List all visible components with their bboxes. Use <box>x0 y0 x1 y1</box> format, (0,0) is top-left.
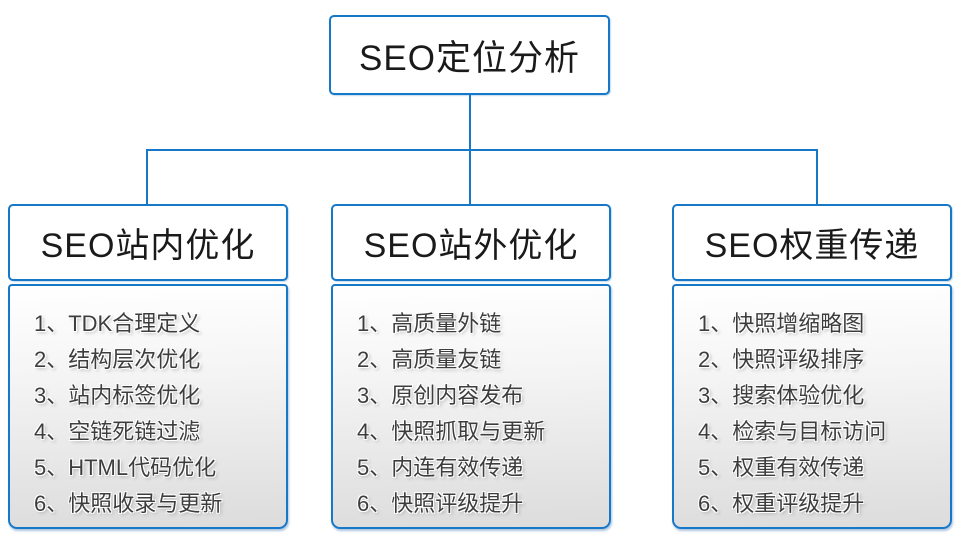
branch-list-weight: 1、快照增缩略图 2、快照评级排序 3、搜索体验优化 4、检索与目标访问 5、权… <box>672 284 952 529</box>
list-item: 5、HTML代码优化 <box>34 455 217 480</box>
list-item: 1、高质量外链 <box>357 311 502 336</box>
list-item: 5、权重有效传递 <box>698 455 865 480</box>
branch-title: SEO权重传递 <box>704 227 920 265</box>
list-item: 2、结构层次优化 <box>34 347 201 372</box>
list-item: 4、快照抓取与更新 <box>357 419 546 444</box>
list-item: 6、权重评级提升 <box>698 491 865 516</box>
list-item: 6、快照评级提升 <box>357 491 524 516</box>
list-item: 3、原创内容发布 <box>357 383 524 408</box>
list-item: 3、搜索体验优化 <box>698 383 865 408</box>
list-item: 2、高质量友链 <box>357 347 502 372</box>
branch-header-offsite: SEO站外优化 <box>331 204 611 281</box>
branch-list-offsite: 1、高质量外链 2、高质量友链 3、原创内容发布 4、快照抓取与更新 5、内连有… <box>331 284 611 529</box>
connector-horizontal-bus <box>146 149 818 151</box>
connector-drop-right <box>816 150 818 205</box>
list-item: 2、快照评级排序 <box>698 347 865 372</box>
list-item: 3、站内标签优化 <box>34 383 201 408</box>
connector-drop-left <box>146 150 148 205</box>
list-item: 1、快照增缩略图 <box>698 311 865 336</box>
branch-header-weight: SEO权重传递 <box>672 204 952 281</box>
branch-title: SEO站外优化 <box>363 227 579 265</box>
root-node-seo-positioning: SEO定位分析 <box>329 15 610 95</box>
list-item: 5、内连有效传递 <box>357 455 524 480</box>
connector-drop-middle <box>469 150 471 205</box>
connector-root-stem <box>469 95 471 150</box>
list-item: 4、检索与目标访问 <box>698 419 887 444</box>
list-item: 6、快照收录与更新 <box>34 491 223 516</box>
root-node-label: SEO定位分析 <box>359 38 580 78</box>
branch-list-onsite: 1、TDK合理定义 2、结构层次优化 3、站内标签优化 4、空链死链过滤 5、H… <box>8 284 288 529</box>
list-item: 4、空链死链过滤 <box>34 419 201 444</box>
branch-header-onsite: SEO站内优化 <box>8 204 288 281</box>
list-item: 1、TDK合理定义 <box>34 311 201 336</box>
branch-title: SEO站内优化 <box>40 227 256 265</box>
